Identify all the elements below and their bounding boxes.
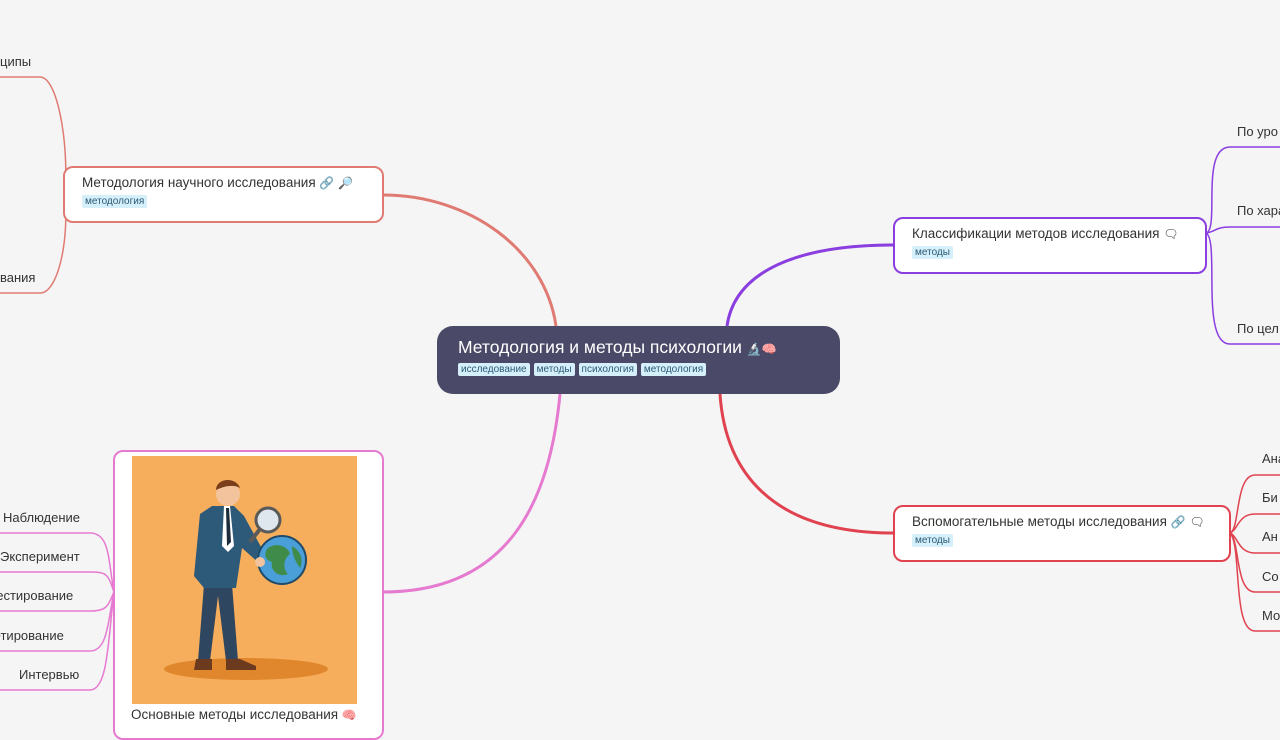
leaf-aux-4[interactable]: Со <box>1262 569 1279 584</box>
root-title: Методология и методы психологии 🔬🧠 <box>458 337 820 358</box>
link-basic-child-1 <box>0 532 115 593</box>
leaf-class-2[interactable]: По хара <box>1237 203 1280 218</box>
link-class-child-3 <box>1205 232 1280 345</box>
leaf-aux-2[interactable]: Би <box>1262 490 1278 505</box>
link-aux-child-5 <box>1229 532 1280 632</box>
tag[interactable]: методология <box>82 195 148 208</box>
tag[interactable]: психология <box>578 363 637 376</box>
leaf-basic-4[interactable]: Анкетирование <box>0 628 64 643</box>
node-basic-title: Основные методы исследования 🧠 <box>131 707 357 722</box>
link-aux-child-1 <box>1229 474 1280 534</box>
node-title-text: Вспомогательные методы исследования <box>912 514 1167 529</box>
leaf-aux-5[interactable]: Мо <box>1262 608 1280 623</box>
link-comment-icon[interactable]: 🔗 🗨 <box>1170 515 1205 529</box>
node-tags: методы <box>912 246 1189 259</box>
leaf-methodology-1[interactable]: ципы <box>0 54 32 69</box>
link-aux-child-2 <box>1229 513 1280 534</box>
link-methodology-child-1 <box>0 76 67 196</box>
link-methodology <box>382 193 558 327</box>
leaf-basic-3[interactable]: Тестирование <box>0 588 74 603</box>
tag[interactable]: методы <box>533 363 575 376</box>
node-title-text: Основные методы исследования <box>131 707 339 722</box>
tag[interactable]: методы <box>912 246 953 259</box>
tag[interactable]: исследование <box>458 363 530 376</box>
researcher-globe-image <box>164 479 328 680</box>
link-classifications <box>725 243 894 327</box>
link-basic <box>382 393 562 594</box>
mindmap-connections <box>0 76 1280 691</box>
leaf-basic-5[interactable]: Интервью <box>19 667 80 682</box>
link-class-child-2 <box>1205 226 1280 234</box>
leaf-methodology-2[interactable]: вания <box>0 270 36 285</box>
brain-icon: 🧠 <box>341 708 357 722</box>
leaf-class-1[interactable]: По уро <box>1237 124 1278 139</box>
leaf-aux-1[interactable]: Ана <box>1262 451 1280 466</box>
link-search-icon[interactable]: 🔗 🔎 <box>319 176 354 190</box>
node-classifications-title: Классификации методов исследования 🗨 <box>912 226 1189 241</box>
node-tags: методы <box>912 534 1213 547</box>
node-title-text: Методология научного исследования <box>82 175 316 190</box>
node-title-text: Классификации методов исследования <box>912 226 1160 241</box>
leaf-basic-1[interactable]: Наблюдение <box>3 510 81 525</box>
link-basic-child-3 <box>0 591 115 612</box>
node-tags: методология <box>82 195 366 208</box>
comment-icon[interactable]: 🗨 <box>1163 227 1179 241</box>
leaf-basic-2[interactable]: Эксперимент <box>0 549 80 564</box>
researcher-illustration <box>132 456 357 704</box>
tag[interactable]: методы <box>912 534 953 547</box>
node-classifications[interactable]: Классификации методов исследования 🗨 мет… <box>893 217 1207 274</box>
link-basic-child-2 <box>0 571 115 593</box>
node-auxiliary-title: Вспомогательные методы исследования 🔗 🗨 <box>912 514 1213 529</box>
root-title-text: Методология и методы психологии <box>458 337 742 357</box>
link-basic-child-5 <box>0 591 115 691</box>
root-tags: исследование методы психология методолог… <box>458 363 820 376</box>
tag[interactable]: методология <box>640 363 707 376</box>
link-class-child-1 <box>1205 146 1280 234</box>
leaf-class-3[interactable]: По цел <box>1237 321 1279 336</box>
link-auxiliary <box>718 393 894 535</box>
microscope-brain-icon: 🔬🧠 <box>746 342 777 356</box>
root-node[interactable]: Методология и методы психологии 🔬🧠 иссле… <box>437 326 840 394</box>
leaf-aux-3[interactable]: Ан <box>1262 529 1278 544</box>
node-auxiliary[interactable]: Вспомогательные методы исследования 🔗 🗨 … <box>893 505 1231 562</box>
node-methodology-title: Методология научного исследования 🔗 🔎 <box>82 175 366 190</box>
node-methodology[interactable]: Методология научного исследования 🔗 🔎 ме… <box>63 166 384 223</box>
